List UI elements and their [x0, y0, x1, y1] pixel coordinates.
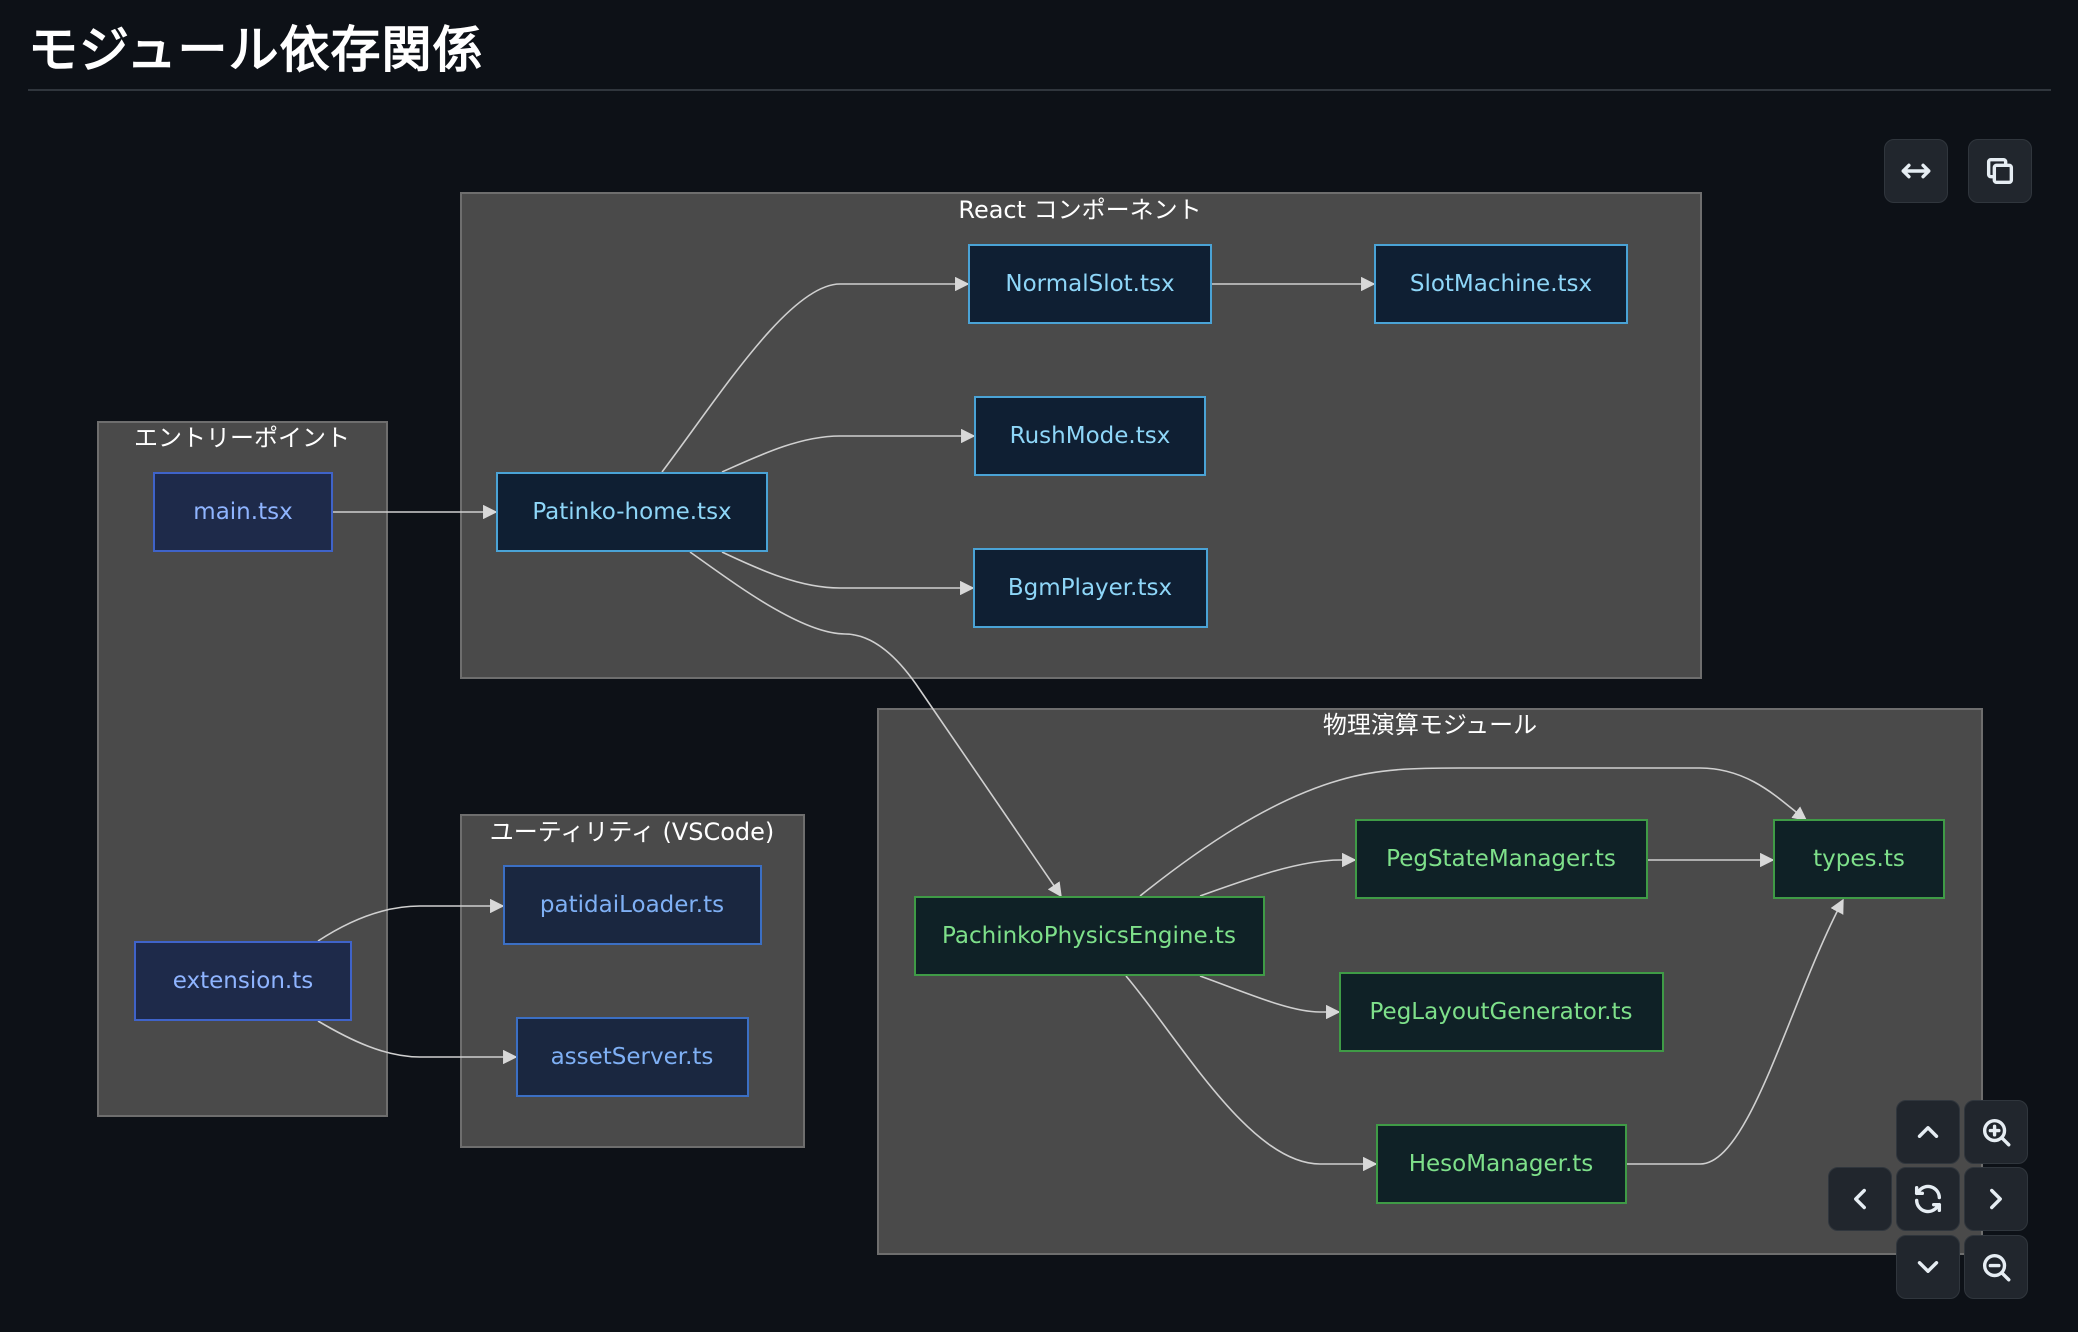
- node-bgm-player[interactable]: BgmPlayer.tsx: [973, 548, 1208, 628]
- edge-physics-engine-to-peg-layout: [1199, 975, 1341, 1020]
- node-label: BgmPlayer.tsx: [1008, 575, 1172, 601]
- arrows-horizontal-icon: [1901, 163, 1931, 179]
- edge-physics-engine-to-types: [1139, 767, 1808, 897]
- node-label: RushMode.tsx: [1010, 423, 1171, 449]
- chevron-left-icon: [1854, 1188, 1866, 1210]
- cluster-label-util: ユーティリティ (VSCode): [490, 818, 775, 846]
- node-label: HesoManager.ts: [1409, 1151, 1594, 1177]
- edges: [317, 276, 1844, 1172]
- node-label: types.ts: [1813, 846, 1905, 872]
- node-label: PegStateManager.ts: [1386, 846, 1616, 872]
- node-heso-manager[interactable]: HesoManager.ts: [1376, 1124, 1627, 1204]
- node-label: PegLayoutGenerator.ts: [1370, 999, 1633, 1025]
- node-normal-slot[interactable]: NormalSlot.tsx: [968, 244, 1212, 324]
- node-physics-engine[interactable]: PachinkoPhysicsEngine.ts: [914, 896, 1265, 976]
- cluster-label-entry: エントリーポイント: [134, 424, 350, 452]
- node-label: SlotMachine.tsx: [1410, 271, 1592, 297]
- pan-left-button[interactable]: [1828, 1167, 1892, 1231]
- edge-heso-to-types: [1626, 898, 1844, 1165]
- edge-patinko-home-to-bgm-player: [721, 551, 975, 596]
- pan-right-button[interactable]: [1964, 1167, 2028, 1231]
- cluster-utilities: ユーティリティ (VSCode): [460, 814, 805, 1148]
- node-slot-machine[interactable]: SlotMachine.tsx: [1374, 244, 1628, 324]
- node-label: assetServer.ts: [551, 1044, 714, 1070]
- cluster-label-physics: 物理演算モジュール: [1323, 711, 1537, 739]
- reset-view-button[interactable]: [1896, 1167, 1960, 1231]
- edge-extension-to-patidai-loader: [317, 898, 505, 942]
- node-types[interactable]: types.ts: [1773, 819, 1945, 899]
- node-label: extension.ts: [173, 968, 313, 994]
- node-label: PachinkoPhysicsEngine.ts: [942, 923, 1236, 949]
- title-divider: [28, 89, 2051, 91]
- cluster-label-react: React コンポーネント: [958, 196, 1201, 224]
- node-peg-layout-generator[interactable]: PegLayoutGenerator.ts: [1339, 972, 1664, 1052]
- zoom-out-button[interactable]: [1964, 1235, 2028, 1299]
- node-main-tsx[interactable]: main.tsx: [153, 472, 333, 552]
- node-peg-state-manager[interactable]: PegStateManager.ts: [1355, 819, 1648, 899]
- node-patinko-home[interactable]: Patinko-home.tsx: [496, 472, 768, 552]
- fit-width-button[interactable]: [1884, 139, 1948, 203]
- zoom-in-icon: [1982, 1118, 2011, 1147]
- node-extension-ts[interactable]: extension.ts: [134, 941, 352, 1021]
- node-label: Patinko-home.tsx: [532, 499, 731, 525]
- chevron-up-icon: [1917, 1126, 1939, 1138]
- edge-patinko-home-to-normal-slot: [661, 276, 970, 473]
- edge-physics-engine-to-peg-state: [1199, 852, 1357, 897]
- edge-extension-to-asset-server: [317, 1020, 518, 1065]
- node-patidai-loader[interactable]: patidaiLoader.ts: [503, 865, 762, 945]
- pan-down-button[interactable]: [1896, 1235, 1960, 1299]
- node-asset-server[interactable]: assetServer.ts: [516, 1017, 749, 1097]
- copy-icon: [1986, 157, 2014, 185]
- edge-patinko-home-to-physics-engine: [689, 551, 1062, 898]
- edge-patinko-home-to-rush-mode: [721, 428, 976, 473]
- page-title: モジュール依存関係: [28, 21, 484, 79]
- copy-button[interactable]: [1968, 139, 2032, 203]
- edge-physics-engine-to-heso: [1125, 975, 1378, 1172]
- node-rush-mode[interactable]: RushMode.tsx: [974, 396, 1206, 476]
- node-label: patidaiLoader.ts: [540, 892, 724, 918]
- pan-up-button[interactable]: [1896, 1100, 1960, 1164]
- zoom-out-icon: [1982, 1253, 2011, 1282]
- node-label: NormalSlot.tsx: [1005, 271, 1174, 297]
- refresh-icon: [1914, 1184, 1942, 1214]
- chevron-down-icon: [1917, 1261, 1939, 1273]
- zoom-in-button[interactable]: [1964, 1100, 2028, 1164]
- chevron-right-icon: [1990, 1188, 2002, 1210]
- node-label: main.tsx: [193, 499, 292, 525]
